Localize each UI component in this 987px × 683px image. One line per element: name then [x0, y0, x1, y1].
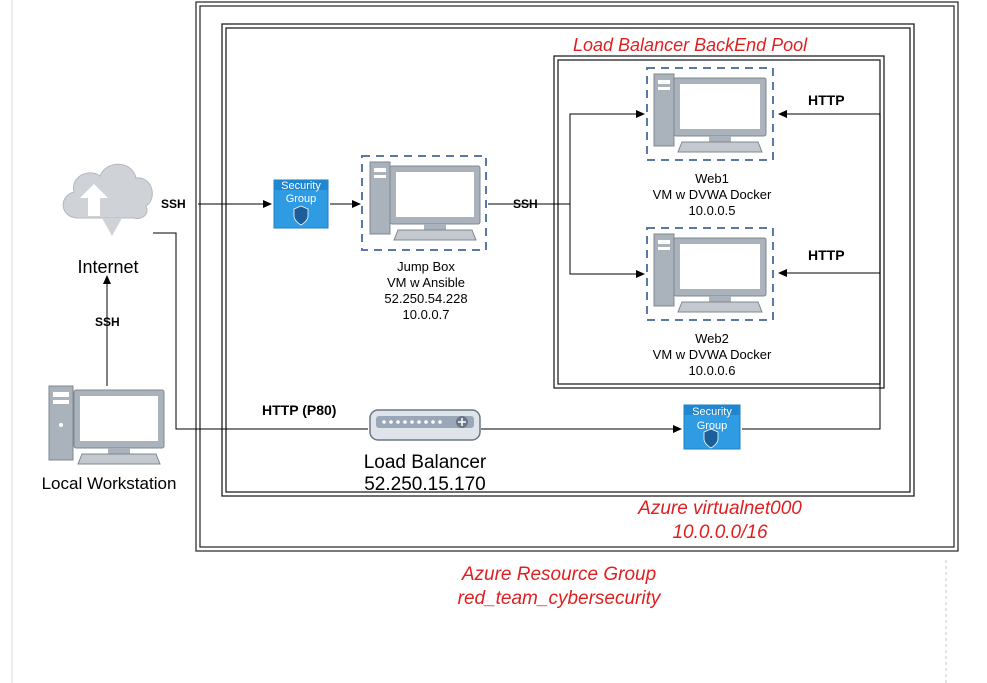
jump-box-name: Jump Box — [397, 259, 455, 274]
web1-vm-icon — [646, 67, 774, 161]
ssh-internet-label: SSH — [161, 197, 186, 211]
jump-box-public-ip: 52.250.54.228 — [384, 291, 468, 306]
vnet-cidr: 10.0.0.0/16 — [672, 522, 768, 543]
load-balancer-ip: 52.250.15.170 — [364, 474, 486, 495]
jump-box-private-ip: 10.0.0.7 — [402, 307, 450, 322]
vnet-inner-frame — [225, 27, 911, 493]
ssh-workstation-label: SSH — [95, 315, 120, 329]
ssh-jumpbox-label: SSH — [513, 197, 538, 211]
workstation-label: Local Workstation — [41, 474, 177, 493]
web2-role: VM w DVWA Docker — [652, 347, 772, 362]
web2-name: Web2 — [695, 331, 729, 346]
resource-group-label: Azure Resource Group red_team_cybersecur… — [458, 563, 661, 611]
load-balancer-name: Load Balancer — [363, 452, 487, 473]
http-sg-to-web1-connector — [742, 110, 881, 430]
vnet-name: Azure virtualnet000 — [638, 498, 802, 519]
http-internet-to-lb-connector — [153, 232, 368, 430]
jump-box-vm-icon — [361, 155, 487, 251]
resource-group-name: Azure Resource Group — [461, 564, 657, 585]
resource-group-outer-frame — [195, 1, 959, 552]
web1-role: VM w DVWA Docker — [652, 187, 772, 202]
security-group-label-line2: Group — [696, 420, 728, 432]
vnet-outer-frame — [221, 23, 915, 497]
ssh-jumpbox-to-web2-connector — [569, 204, 645, 278]
load-balancer-device-icon — [369, 409, 481, 441]
web1-ip: 10.0.0.5 — [688, 203, 736, 218]
resource-group-id: red_team_cybersecurity — [457, 588, 661, 609]
security-group-label-line1: Security — [281, 180, 321, 192]
security-group-lb: Security Group — [692, 405, 732, 433]
security-group-shield-icon — [273, 179, 329, 229]
http-lb-label: HTTP (P80) — [262, 402, 337, 418]
security-group-label-line2: Group — [285, 193, 317, 205]
web2-vm-icon — [646, 227, 774, 321]
security-group-shield-icon — [683, 404, 741, 450]
backend-pool-outer-frame — [553, 55, 885, 389]
vnet-label: Azure virtualnet000 10.0.0.0/16 — [638, 497, 802, 545]
jump-box-role: VM w Ansible — [386, 275, 466, 290]
ssh-jumpbox-to-web1-connector — [488, 110, 645, 205]
security-group-label-line1: Security — [692, 406, 732, 418]
load-balancer-details: Load Balancer 52.250.15.170 — [364, 452, 487, 496]
http-web1-label: HTTP — [808, 92, 845, 108]
web1-details: Web1 VM w DVWA Docker 10.0.0.5 — [653, 171, 772, 219]
resource-group-inner-frame — [199, 5, 955, 548]
web2-ip: 10.0.0.6 — [688, 363, 736, 378]
web2-details: Web2 VM w DVWA Docker 10.0.0.6 — [653, 331, 772, 379]
web1-name: Web1 — [695, 171, 729, 186]
backend-pool-title: Load Balancer BackEnd Pool — [573, 35, 808, 55]
jump-box-details: Jump Box VM w Ansible 52.250.54.228 10.0… — [384, 259, 467, 323]
workstation-icon — [48, 385, 165, 465]
internet-label: Internet — [77, 257, 139, 277]
cloud-upload-icon — [62, 163, 153, 236]
http-web2-label: HTTP — [808, 247, 845, 263]
security-group-jump: Security Group — [281, 180, 321, 206]
